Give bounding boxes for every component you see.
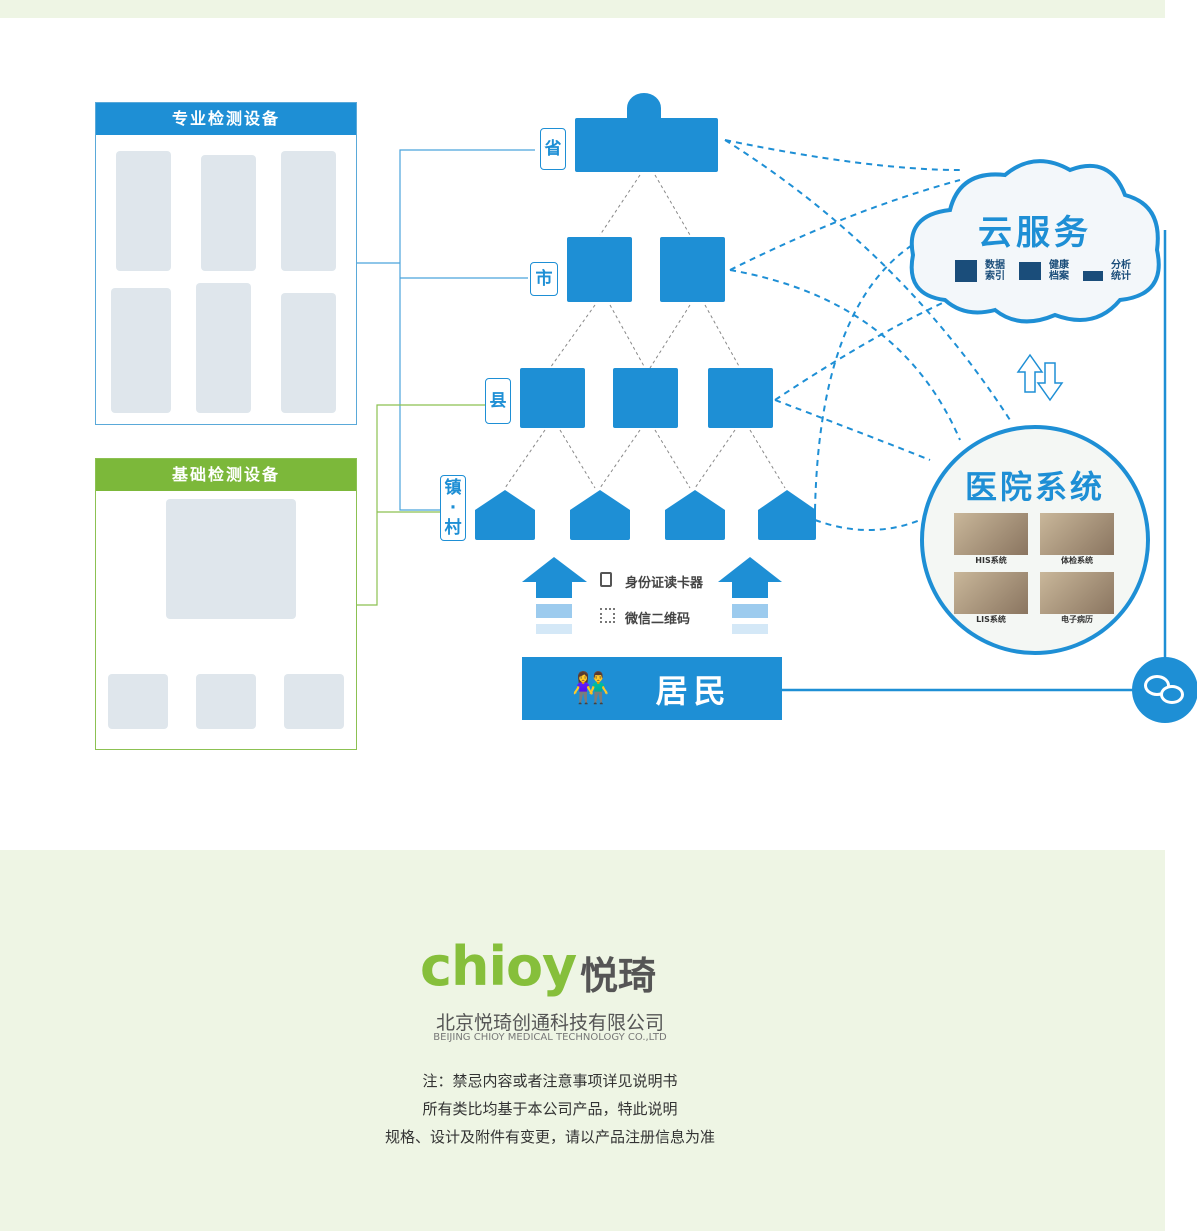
- footer-note: 注：禁忌内容或者注意事项详见说明书: [422, 1072, 678, 1090]
- cloud-item-health-records: 健康档案: [1049, 260, 1069, 282]
- physical-exam-item: 体检系统: [1040, 513, 1114, 566]
- emr-caption: 电子病历: [1061, 615, 1093, 624]
- exam-caption: 体检系统: [1061, 556, 1093, 565]
- device-case-image: [108, 674, 168, 729]
- lis-caption: LIS系统: [976, 615, 1006, 624]
- id-card-reader-icon: [600, 572, 612, 587]
- panel-title: 专业检测设备: [96, 103, 356, 135]
- logo-en: chioy: [420, 935, 577, 998]
- company-name-en: BEIJING CHIOY MEDICAL TECHNOLOGY CO.,LTD: [433, 1032, 667, 1043]
- qr-code-icon: [600, 608, 615, 623]
- company-name: 北京悦琦创通科技有限公司: [435, 1012, 664, 1034]
- level-city: 市: [530, 262, 558, 296]
- footer-note: 规格、设计及附件有变更，请以产品注册信息为准: [384, 1128, 715, 1146]
- city-hospital-icon: [660, 237, 725, 302]
- level-label: 村: [444, 518, 462, 538]
- residents-icon: 👫: [572, 671, 616, 706]
- level-label: 镇: [444, 478, 462, 498]
- id-card-reader-label: 身份证读卡器: [625, 576, 704, 591]
- device-image: [201, 155, 256, 271]
- hospital-system-title: 医院系统: [964, 468, 1105, 506]
- device-image: [281, 293, 336, 413]
- server-icon: [955, 260, 977, 282]
- wechat-icon: [1132, 657, 1197, 723]
- device-image: [116, 151, 171, 271]
- panel-title: 基础检测设备: [96, 459, 356, 491]
- device-image: [196, 283, 251, 413]
- level-town-village: 镇·村: [440, 475, 466, 541]
- device-image: [111, 288, 171, 413]
- wechat-qr-label: 微信二维码: [625, 612, 691, 627]
- level-dot: ·: [449, 498, 457, 518]
- lis-photo: [954, 572, 1028, 614]
- residents-label: 居民: [655, 671, 732, 710]
- county-hospital-icon: [708, 368, 773, 428]
- level-label: 县: [489, 391, 507, 411]
- county-hospital-icon: [613, 368, 678, 428]
- footer-note: 所有类比均基于本公司产品，特此说明: [422, 1100, 678, 1118]
- device-case-image: [284, 674, 344, 729]
- lis-item: LIS系统: [954, 572, 1028, 625]
- cloud-item-data-index: 数据索引: [985, 260, 1005, 282]
- device-image: [281, 151, 336, 271]
- level-label: 市: [535, 269, 553, 289]
- basic-equipment-panel: 基础检测设备: [95, 458, 357, 750]
- cloud-title: 云服务: [978, 213, 1092, 253]
- residents-box: 👫 居民: [522, 657, 782, 720]
- his-caption: HIS系统: [975, 556, 1007, 565]
- county-hospital-icon: [520, 368, 585, 428]
- connector-lines: [357, 139, 1167, 692]
- emr-photo: [1040, 572, 1114, 614]
- top-band: [0, 0, 1165, 18]
- level-county: 县: [485, 378, 511, 424]
- level-province: 省: [540, 128, 566, 170]
- province-hospital-cross-icon: [627, 93, 661, 123]
- exam-photo: [1040, 513, 1114, 555]
- level-label: 省: [544, 139, 562, 159]
- footer: [0, 850, 1165, 1231]
- device-station-image: [166, 499, 296, 619]
- archive-icon: [1019, 262, 1041, 280]
- province-hospital-icon: [575, 118, 718, 172]
- cloud-item-analytics: 分析统计: [1111, 260, 1131, 282]
- chart-icon: [1083, 261, 1103, 281]
- logo-cn: 悦琦: [580, 954, 657, 998]
- cloud-items: 数据索引 健康档案 分析统计: [955, 260, 1137, 282]
- device-case-image: [196, 674, 256, 729]
- city-hospital-icon: [567, 237, 632, 302]
- his-item: HIS系统: [954, 513, 1028, 566]
- professional-equipment-panel: 专业检测设备: [95, 102, 357, 425]
- his-photo: [954, 513, 1028, 555]
- emr-item: 电子病历: [1040, 572, 1114, 625]
